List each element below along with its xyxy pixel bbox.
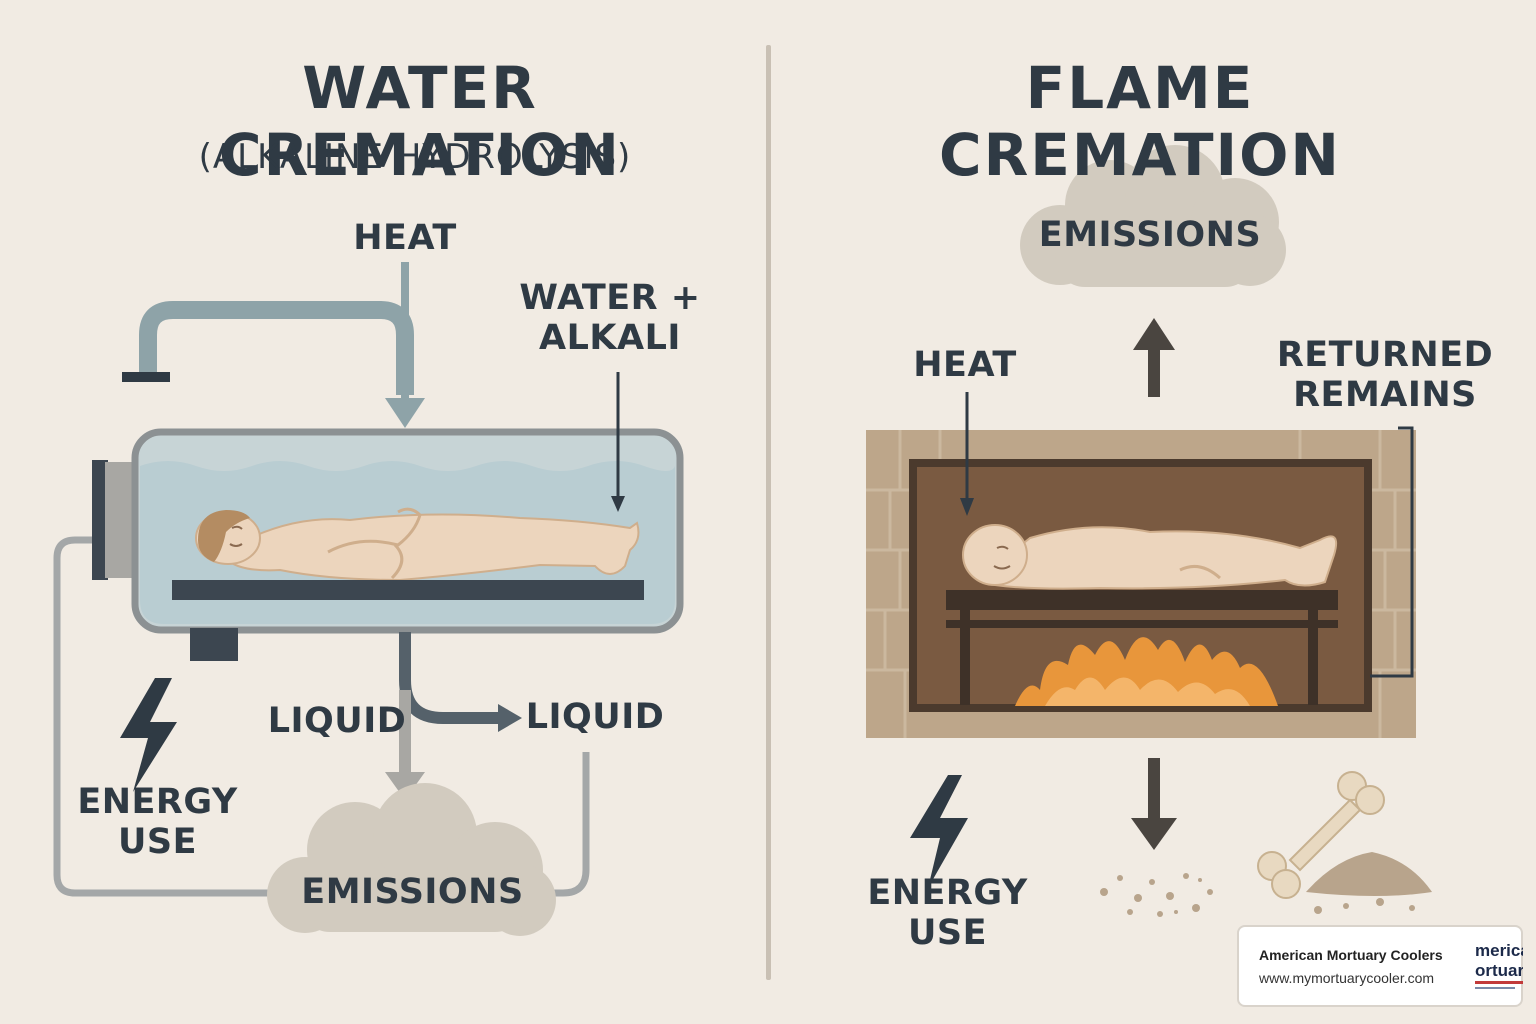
bone-icon bbox=[1257, 771, 1385, 899]
returned-remains-label: RETURNED REMAINS bbox=[1276, 335, 1494, 416]
liquid-label-right: LIQUID bbox=[525, 697, 665, 737]
company-url[interactable]: www.mymortuarycooler.com bbox=[1259, 970, 1435, 986]
logo-mark-bar-red bbox=[1475, 981, 1523, 984]
emissions-label-flame: EMISSIONS bbox=[1038, 215, 1262, 255]
emissions-label-water: EMISSIONS bbox=[301, 872, 524, 912]
panel-divider bbox=[766, 45, 771, 980]
company-name: American Mortuary Coolers bbox=[1259, 947, 1443, 963]
water-alkali-pointer bbox=[611, 372, 625, 512]
emissions-cloud-flame bbox=[1020, 145, 1286, 287]
logo-mark-line1: mericar bbox=[1475, 941, 1523, 960]
flame-cremation-title: FLAME CREMATION bbox=[939, 54, 1341, 189]
drain-pipe bbox=[385, 632, 522, 800]
liquid-label-left: LIQUID bbox=[267, 701, 407, 741]
ash-particles bbox=[1100, 873, 1213, 917]
bolt-icon-water bbox=[120, 678, 177, 792]
grate bbox=[946, 590, 1338, 705]
heat-label-flame: HEAT bbox=[913, 345, 1017, 385]
body-flame bbox=[962, 524, 1338, 590]
energy-use-label-water: ENERGY USE bbox=[77, 782, 238, 863]
company-logo-card[interactable]: American Mortuary Coolers www.mymortuary… bbox=[1237, 925, 1523, 1007]
water-cremation-subtitle: (ALKALINE HYDROLYSIS) bbox=[198, 137, 632, 177]
heat-arrow-water bbox=[385, 262, 425, 428]
platform-water bbox=[172, 580, 644, 600]
water-alkali-label: WATER + ALKALI bbox=[519, 278, 701, 359]
up-arrow-emissions bbox=[1133, 318, 1175, 397]
bolt-icon-flame bbox=[910, 775, 968, 888]
heat-label-water: HEAT bbox=[353, 218, 457, 258]
body-water bbox=[195, 507, 640, 582]
company-logo-mark: mericar ortuary bbox=[1475, 937, 1523, 999]
logo-mark-line2: ortuary bbox=[1475, 961, 1523, 980]
ash-pile bbox=[1306, 852, 1432, 914]
emissions-cloud-water bbox=[267, 783, 556, 936]
remains-pointer-line bbox=[1370, 426, 1414, 678]
heat-pointer-flame bbox=[960, 392, 974, 516]
flames bbox=[1015, 637, 1278, 706]
energy-use-label-flame: ENERGY USE bbox=[867, 873, 1028, 954]
water-inlet-pipe bbox=[122, 301, 414, 395]
down-arrow-remains bbox=[1131, 758, 1177, 850]
recirculation-loop bbox=[53, 536, 590, 897]
logo-mark-bar-blue bbox=[1475, 987, 1515, 989]
water-cremation-title: WATER CREMATION bbox=[219, 54, 621, 189]
